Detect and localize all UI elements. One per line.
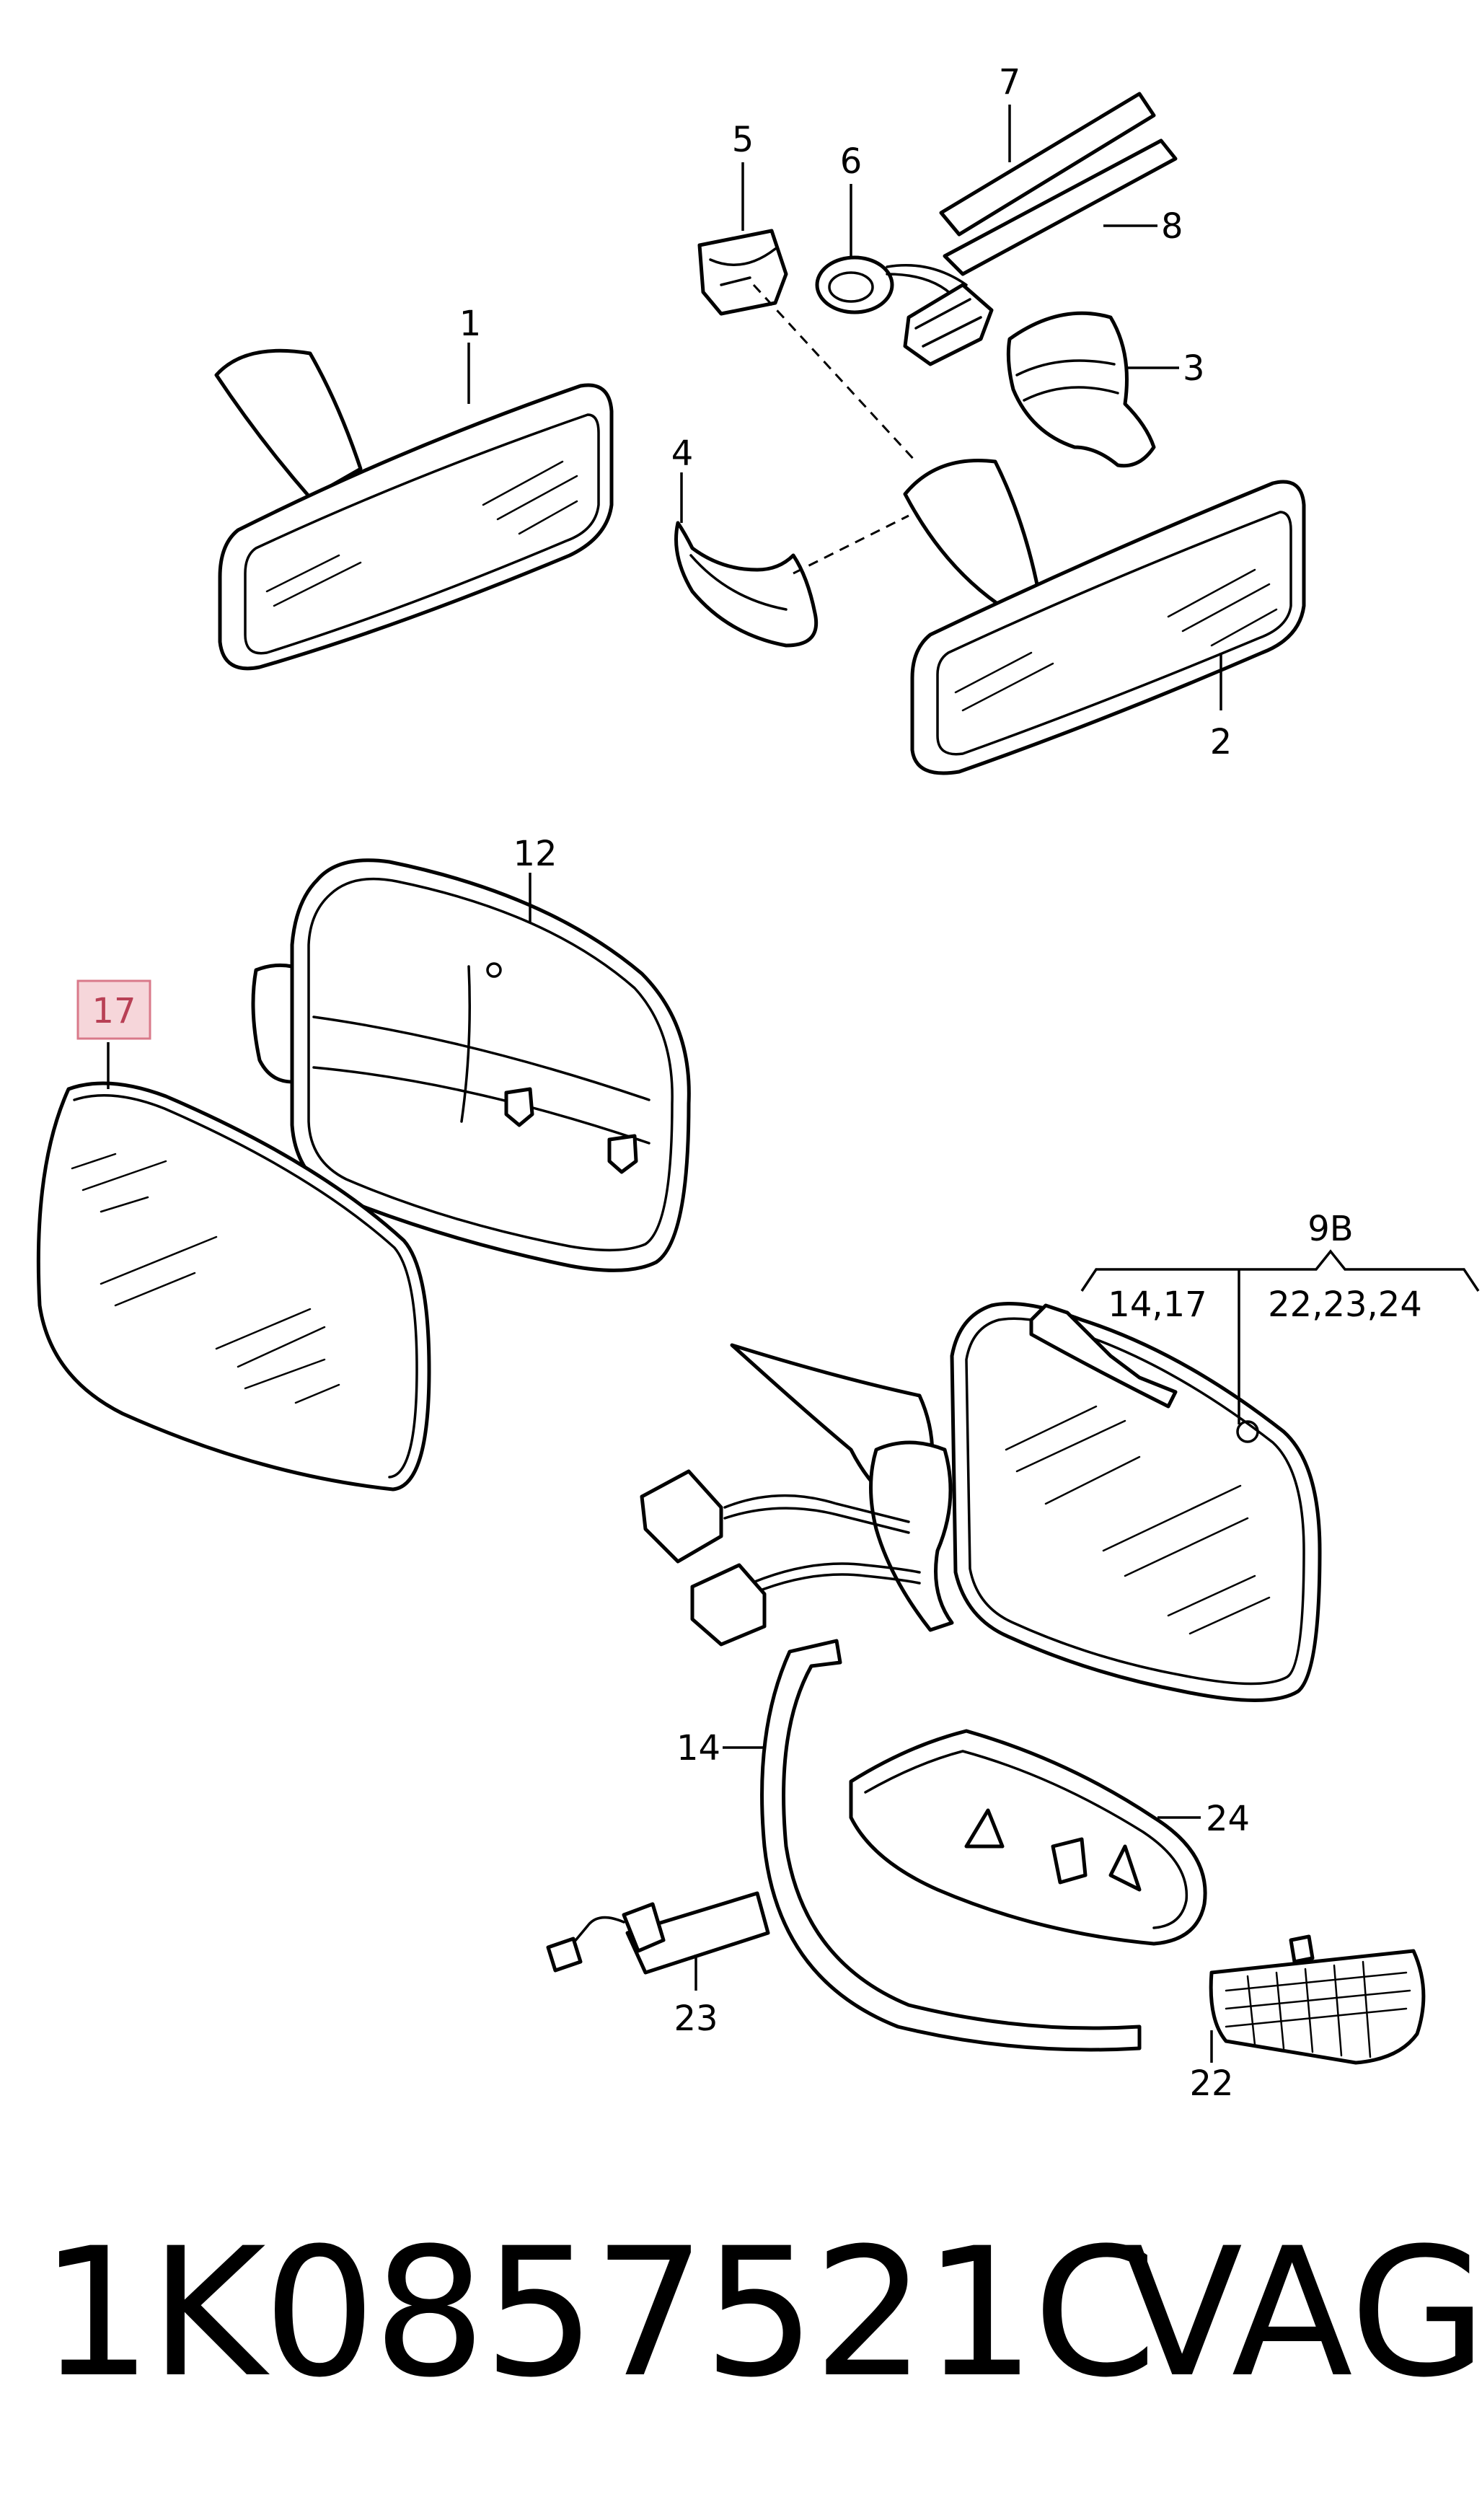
- callout-23: 23: [674, 1999, 718, 2039]
- callout-2: 2: [1210, 722, 1232, 762]
- callout-12: 12: [513, 834, 557, 874]
- exterior-mirror-assembly-9b: [730, 1302, 1322, 1702]
- turn-signal-lens-part-22: [1209, 1934, 1426, 2065]
- callout-7: 7: [999, 62, 1021, 102]
- callout-4: 4: [671, 433, 694, 474]
- seal-strip-part-14: [760, 1639, 1142, 2052]
- callout-14: 14: [676, 1728, 720, 1768]
- brand-name: VAG: [1121, 2211, 1482, 2417]
- mirror-wiring-harness: [886, 264, 994, 366]
- callout-5: 5: [732, 120, 754, 160]
- sensor-part-6: [815, 255, 894, 314]
- mount-sleeve-part-3: [1006, 311, 1156, 468]
- cover-piece-part-4: [674, 521, 819, 648]
- callout-9b-left: 14,17: [1108, 1285, 1207, 1325]
- part-number: 1K0857521C: [40, 2211, 1157, 2417]
- callout-8: 8: [1161, 206, 1183, 247]
- callout-24: 24: [1206, 1799, 1250, 1839]
- exterior-mirror-wiring: [640, 1469, 921, 1647]
- callout-22: 22: [1189, 2063, 1233, 2104]
- strip-part-7: [939, 92, 1156, 237]
- clip-part-5: [697, 229, 788, 316]
- cable-cover-part-8: [943, 138, 1178, 276]
- callout-1: 1: [459, 304, 482, 344]
- callout-labels: 1 2 3 4 5 6 7 8 12 14 24 23 22 9B 14,17 …: [76, 62, 1422, 2104]
- interior-mirror-part-1: [214, 348, 614, 671]
- callout-9b: 9B: [1307, 1209, 1353, 1249]
- mirror-carrier-plate-part-12: [251, 858, 691, 1272]
- interior-mirror-part-2: [903, 458, 1306, 775]
- callout-3: 3: [1183, 348, 1205, 389]
- mirror-glass-part-17: [36, 1081, 431, 1492]
- entry-light-part-23: [546, 1891, 770, 1975]
- callout-9b-right: 22,23,24: [1268, 1285, 1422, 1325]
- callout-6: 6: [840, 141, 863, 182]
- housing-cover-part-24: [849, 1729, 1207, 1946]
- leader-lines: [107, 105, 1480, 2063]
- callout-17: 17: [92, 991, 136, 1031]
- callout-17-highlight: [76, 979, 151, 1040]
- assembly-dash-lines: [752, 283, 917, 575]
